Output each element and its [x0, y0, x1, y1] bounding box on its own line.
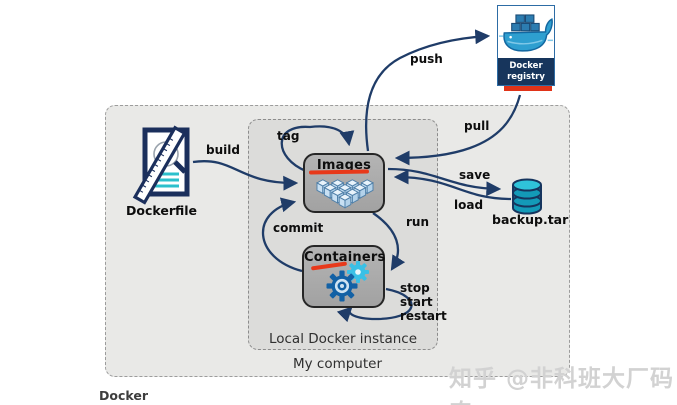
registry-label-line2: registry	[507, 72, 545, 82]
load-label: load	[454, 198, 484, 212]
docker-registry-node: Docker registry	[497, 5, 555, 86]
commit-label: commit	[273, 221, 324, 235]
registry-label: Docker registry	[498, 58, 554, 85]
backup-tar-icon	[509, 175, 545, 215]
tag-label: tag	[277, 129, 300, 143]
local-docker-instance-label: Local Docker instance	[268, 331, 418, 347]
pull-label: pull	[464, 119, 490, 133]
gears-icon	[326, 261, 369, 302]
docker-whale-icon	[499, 14, 553, 52]
images-node: Images	[303, 153, 385, 213]
build-label: build	[206, 143, 240, 157]
my-computer-label: My computer	[292, 356, 383, 372]
containers-node: Containers	[302, 245, 385, 308]
run-label: run	[406, 215, 430, 229]
registry-underline	[504, 86, 552, 91]
push-label: push	[410, 52, 443, 66]
containers-title: Containers	[304, 250, 386, 265]
docker-caption: Docker	[99, 388, 148, 403]
zhihu-watermark: 知乎 @非科班大厂码农	[449, 366, 675, 405]
image-layers-icon	[316, 179, 374, 209]
backup-tar-label: backup.tar	[492, 212, 569, 227]
dockerfile-label: Dockerfile	[126, 203, 198, 218]
dockerfile-icon	[131, 125, 193, 205]
registry-label-line1: Docker	[509, 61, 543, 71]
lifecycle-label: stop start restart	[400, 281, 447, 323]
save-label: save	[459, 168, 491, 182]
